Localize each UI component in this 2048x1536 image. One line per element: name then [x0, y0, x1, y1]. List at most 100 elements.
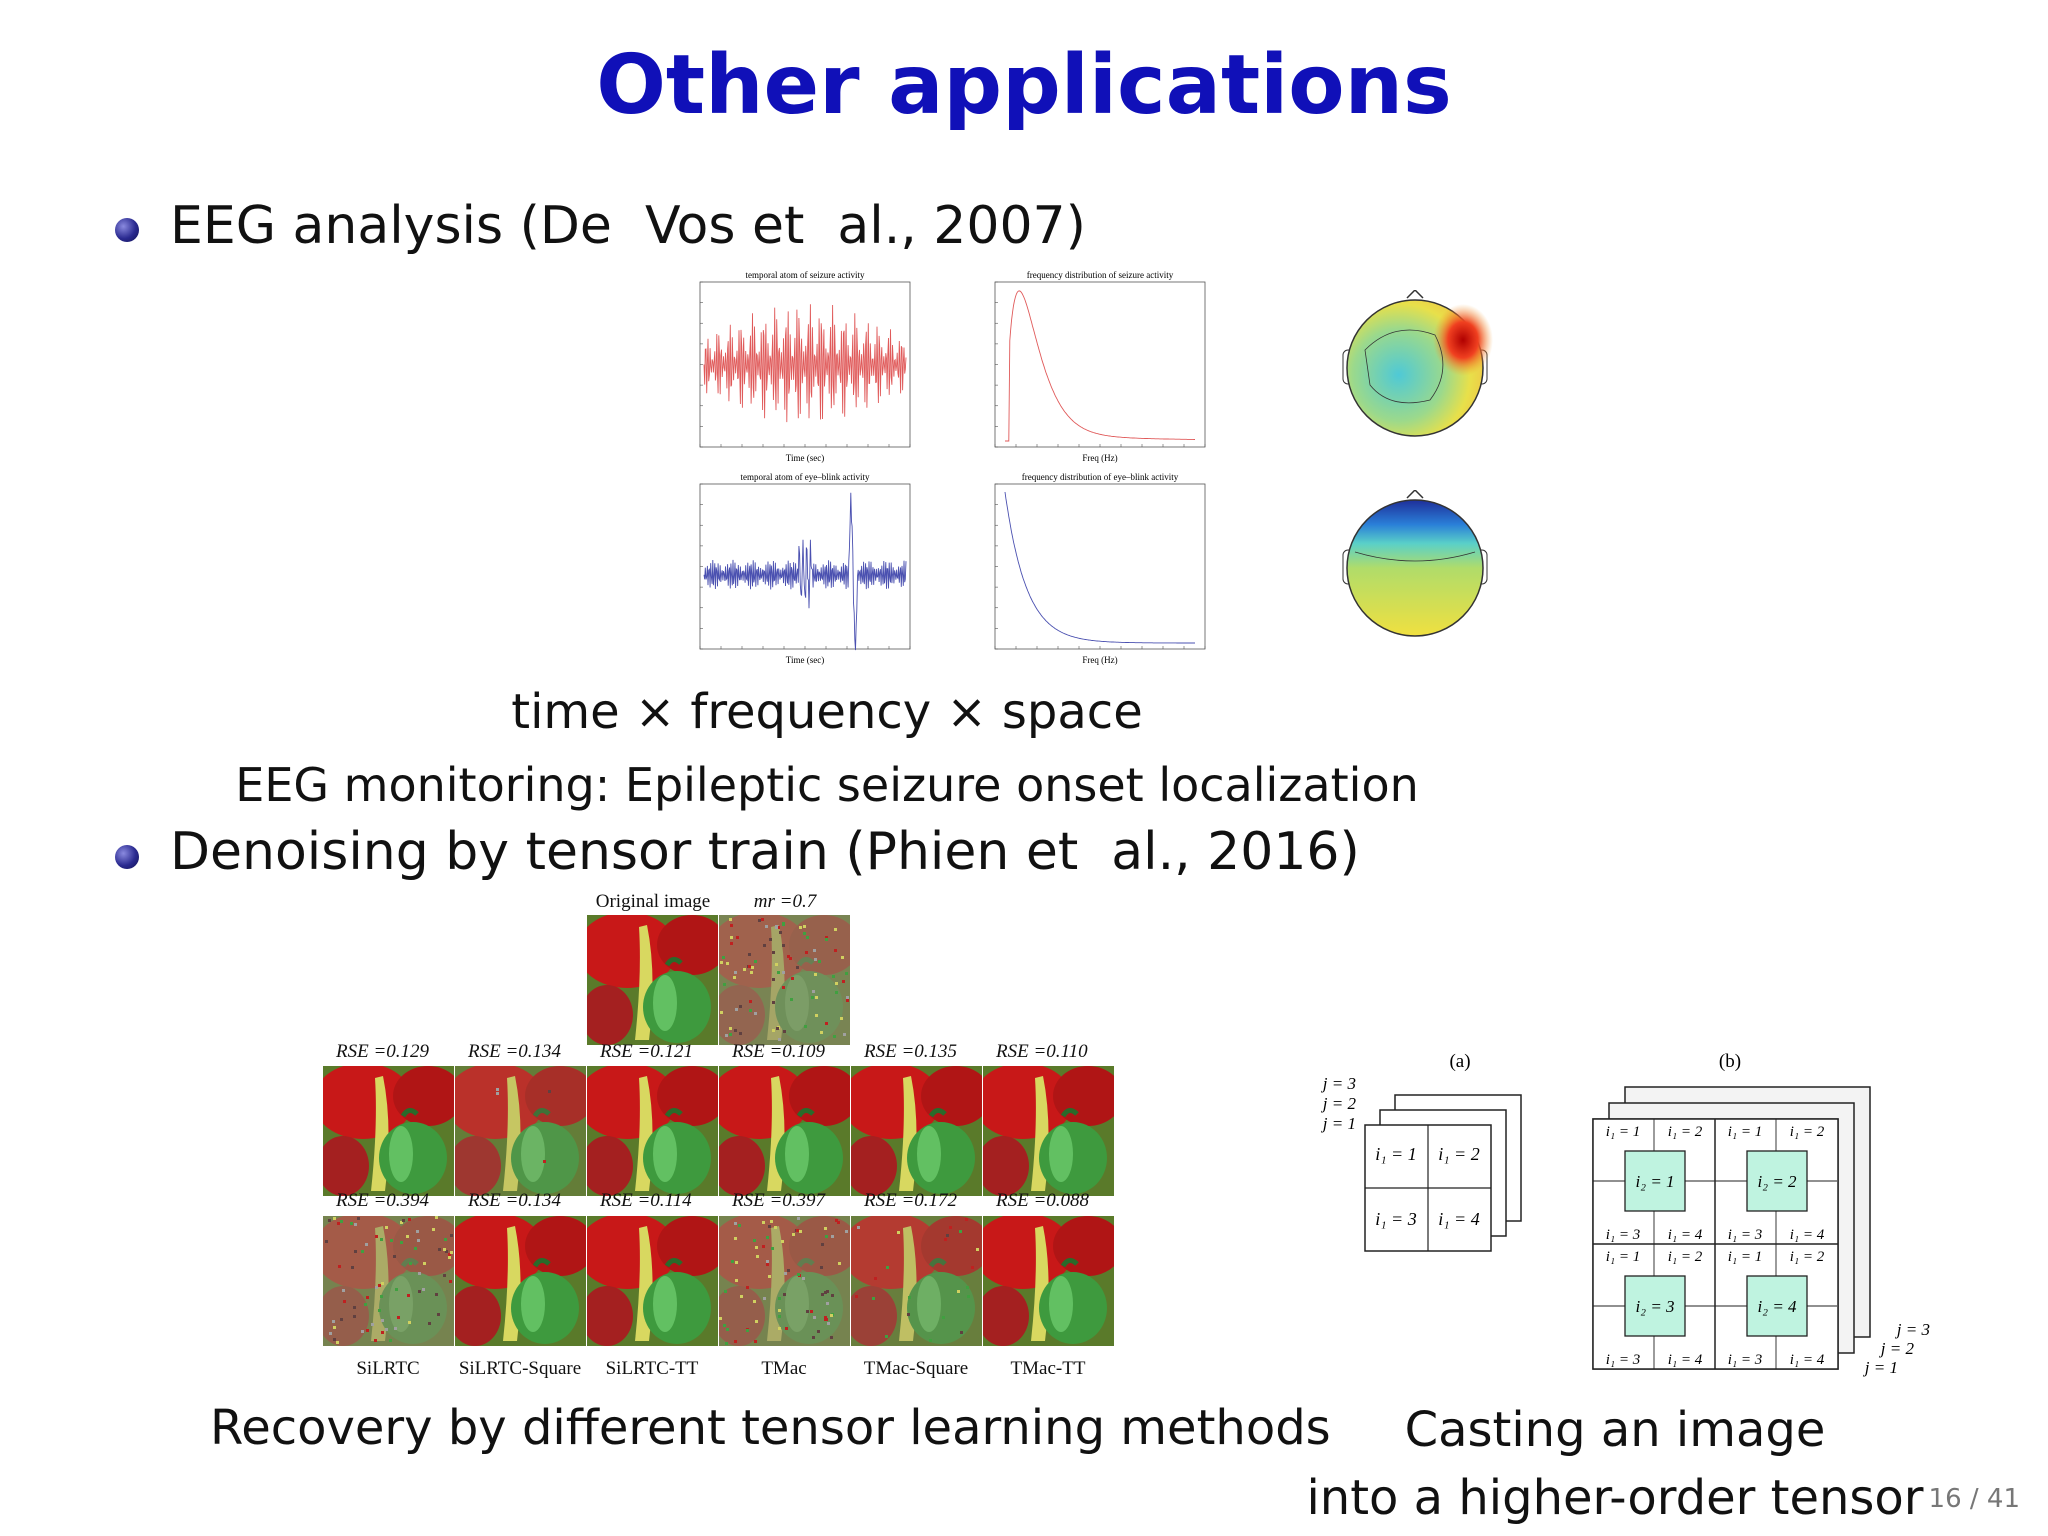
- tensor-cell-label: i₁ = 4: [1790, 1227, 1825, 1243]
- tensor-cell-label: i₁ = 3: [1728, 1352, 1763, 1368]
- plot-xlabel: Time (sec): [786, 655, 824, 665]
- tensor-cell-label: i₁ = 3: [1606, 1352, 1641, 1368]
- recovered-image: [587, 1066, 718, 1196]
- label-original-image: Original image: [595, 891, 711, 912]
- rse-value: RSE =0.114: [600, 1190, 692, 1211]
- method-label: TMac-TT: [1010, 1358, 1086, 1379]
- plot-xlabel: Time (sec): [786, 453, 824, 463]
- tensor-cell-label: i₁ = 1: [1606, 1124, 1641, 1140]
- tensor-cell-label: i₁ = 3: [1606, 1227, 1641, 1243]
- rse-value: RSE =0.129: [336, 1041, 430, 1062]
- method-label: SiLRTC-Square: [458, 1358, 582, 1379]
- tensor-cell-label: i₁ = 1: [1728, 1124, 1763, 1140]
- method-label: TMac-Square: [863, 1358, 969, 1379]
- tensor-cell-label: i₁ = 2: [1668, 1249, 1703, 1265]
- tensor-inner-block: [1746, 1275, 1808, 1337]
- plot-trace: [703, 304, 907, 423]
- tensor-cell-label: i₁ = 1: [1375, 1144, 1416, 1164]
- j-label: j = 2: [1879, 1339, 1915, 1358]
- rse-value: RSE =0.134: [468, 1190, 562, 1211]
- recovered-image: [719, 1066, 850, 1196]
- tensor-inner-label: i₂ = 2: [1757, 1172, 1797, 1191]
- label-missing-rate: mr =0.7: [753, 891, 817, 912]
- j-label: j = 1: [1321, 1114, 1356, 1133]
- plot-xlabel: Freq (Hz): [1082, 453, 1117, 463]
- j-label: j = 3: [1321, 1074, 1356, 1093]
- eeg-caption-main: time × frequency × space: [511, 684, 1143, 740]
- bullet-marker: [115, 845, 139, 869]
- recovered-image: [455, 1066, 586, 1196]
- j-label: j = 2: [1321, 1094, 1357, 1113]
- tensor-cell-label: i₁ = 3: [1728, 1227, 1763, 1243]
- tensor-cell-label: i₁ = 1: [1606, 1249, 1641, 1265]
- slide-title: Other applications: [596, 38, 1452, 133]
- tensor-inner-block: [1624, 1275, 1686, 1337]
- rse-value: RSE =0.135: [864, 1041, 958, 1062]
- plot-trace: [1004, 491, 1195, 644]
- recovered-image: [323, 1216, 454, 1346]
- image-original: [587, 915, 718, 1045]
- plot-frame: [994, 281, 1206, 448]
- scalp-map-eyeblink: [1342, 490, 1488, 637]
- tensor-caption-line1: Casting an image: [1404, 1402, 1826, 1458]
- rse-value: RSE =0.172: [864, 1190, 958, 1211]
- bullet-denoising: Denoising by tensor train (Phien et al.,…: [170, 822, 1360, 882]
- tensor-inner-label: i₂ = 4: [1757, 1297, 1797, 1316]
- rse-value: RSE =0.134: [468, 1041, 562, 1062]
- image-corrupted: [719, 915, 850, 1045]
- plot-title: frequency distribution of seizure activi…: [1027, 270, 1174, 280]
- tensor-cell-label: i₁ = 2: [1438, 1144, 1479, 1164]
- rse-value: RSE =0.109: [732, 1041, 826, 1062]
- method-label: SiLRTC: [356, 1358, 420, 1379]
- panel-b-label: (b): [1719, 1051, 1741, 1072]
- plot-trace: [1005, 290, 1195, 442]
- rse-value: RSE =0.397: [732, 1190, 826, 1211]
- recovered-image: [851, 1216, 982, 1346]
- plot-title: frequency distribution of eye–blink acti…: [1022, 472, 1179, 482]
- tensor-inner-label: i₂ = 3: [1635, 1297, 1674, 1316]
- method-label: TMac: [761, 1358, 807, 1379]
- scalp-map-seizure: [1342, 290, 1493, 437]
- eeg-plot-eyeblink-temporal: temporal atom of eye–blink activityTime …: [699, 472, 911, 665]
- tensor-inner-block: [1624, 1150, 1686, 1212]
- panel-a-label: (a): [1449, 1051, 1470, 1072]
- tensor-panel-b: (b) i₂ = 1 i₁ = 1 i₁ = 2 i₁ = 3 i₁ = 4 i₂ = 2 i…: [1592, 1051, 1930, 1377]
- eeg-plot-seizure-frequency: frequency distribution of seizure activi…: [994, 270, 1206, 463]
- rse-value: RSE =0.088: [996, 1190, 1090, 1211]
- plot-frame: [994, 483, 1206, 650]
- recovered-image: [455, 1216, 586, 1346]
- denoising-caption: Recovery by different tensor learning me…: [210, 1400, 1331, 1456]
- tensor-cell-label: i₁ = 1: [1728, 1249, 1763, 1265]
- recovered-image: [719, 1216, 850, 1346]
- tensor-cell-label: i₁ = 2: [1668, 1124, 1703, 1140]
- tensor-cell-label: i₁ = 4: [1668, 1352, 1703, 1368]
- page-number: 16 / 41: [1928, 1484, 2020, 1514]
- eeg-plot-eyeblink-frequency: frequency distribution of eye–blink acti…: [994, 472, 1206, 665]
- rse-value: RSE =0.110: [996, 1041, 1088, 1062]
- bullet-eeg-analysis: EEG analysis (De Vos et al., 2007): [170, 196, 1086, 256]
- tensor-cell-label: i₁ = 2: [1790, 1124, 1825, 1140]
- rse-value: RSE =0.121: [600, 1041, 694, 1062]
- recovered-image: [983, 1216, 1114, 1346]
- tensor-inner-block: [1746, 1150, 1808, 1212]
- plot-xlabel: Freq (Hz): [1082, 655, 1117, 665]
- plot-title: temporal atom of seizure activity: [746, 270, 865, 280]
- tensor-inner-label: i₂ = 1: [1635, 1172, 1674, 1191]
- tensor-caption-line2: into a higher-order tensor: [1306, 1470, 1924, 1526]
- recovered-image: [851, 1066, 982, 1196]
- recovered-image: [323, 1066, 454, 1196]
- rse-value: RSE =0.394: [336, 1190, 430, 1211]
- plot-trace: [703, 492, 907, 651]
- tensor-cell-label: i₁ = 4: [1668, 1227, 1703, 1243]
- j-label: j = 3: [1895, 1320, 1930, 1339]
- j-label: j = 1: [1863, 1358, 1898, 1377]
- tensor-cell-label: i₁ = 4: [1790, 1352, 1825, 1368]
- recovered-image: [587, 1216, 718, 1346]
- tensor-panel-a: (a) i₁ = 1 i₁ = 2 i₁ = 3 i₁ = 4 j = 3j = 2j =…: [1321, 1051, 1522, 1252]
- tensor-cell-label: i₁ = 4: [1438, 1209, 1479, 1229]
- tensor-cell-label: i₁ = 3: [1375, 1209, 1416, 1229]
- plot-title: temporal atom of eye–blink activity: [741, 472, 870, 482]
